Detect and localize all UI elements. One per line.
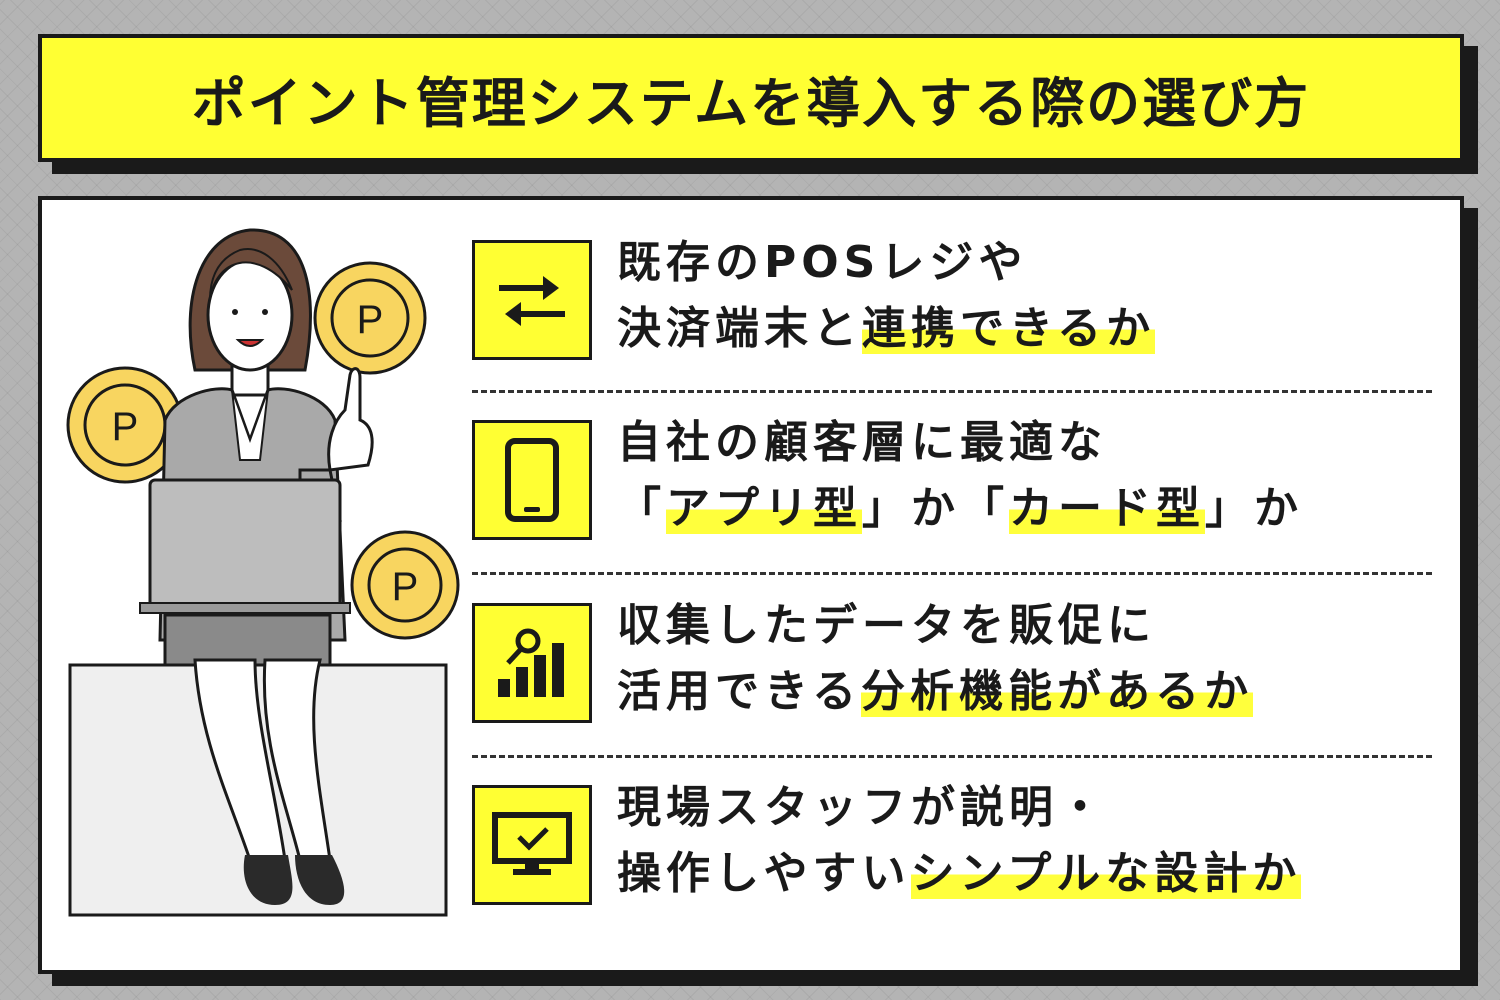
- page-title: ポイント管理システムを導入する際の選び方: [191, 71, 1311, 135]
- item-app-or-card: 自社の顧客層に最適な 「アプリ型」か「カード型」か: [472, 417, 1432, 545]
- svg-text:P: P: [392, 565, 419, 609]
- item-text-plain: 活用できる: [617, 666, 862, 717]
- app-type-highlight: アプリ型: [666, 483, 862, 534]
- item-text-highlight: シンプルな設計か: [910, 848, 1302, 899]
- item-text-highlight: 連携できるか: [862, 303, 1156, 354]
- svg-text:P: P: [112, 405, 139, 449]
- exchange-arrows-icon: [472, 240, 592, 360]
- bracket-open: 「: [617, 483, 666, 534]
- coin-icon: P: [350, 530, 460, 640]
- laptop: [148, 478, 342, 610]
- coin-icon: P: [313, 261, 427, 375]
- monitor-check-icon: [472, 785, 592, 905]
- dashed-divider: [472, 572, 1432, 575]
- item-text-line1: 現場スタッフが説明・: [617, 782, 1107, 833]
- svg-text:P: P: [357, 298, 384, 342]
- item-text-line1: 既存のPOSレジや: [617, 237, 1028, 288]
- item-text-highlight: 分析機能があるか: [861, 666, 1254, 717]
- item-system-integration: 既存のPOSレジや 決済端末と連携できるか: [472, 237, 1432, 365]
- item-simple-design: 現場スタッフが説明・ 操作しやすいシンプルな設計か: [472, 782, 1432, 910]
- businesswoman-illustration: P P P: [66, 228, 460, 917]
- connector-text: 」か「: [862, 483, 1009, 534]
- smartphone-icon: [472, 420, 592, 540]
- dashed-divider: [472, 390, 1432, 393]
- closing-text: 」か: [1205, 483, 1303, 534]
- item-text-line1: 収集したデータを販促に: [617, 600, 1156, 651]
- item-text-plain: 操作しやすい: [617, 848, 911, 899]
- title-banner: ポイント管理システムを導入する際の選び方: [38, 34, 1464, 162]
- item-text-line1: 自社の顧客層に最適な: [617, 417, 1107, 468]
- dashed-divider: [472, 755, 1432, 758]
- item-analytics: 収集したデータを販促に 活用できる分析機能があるか: [472, 600, 1432, 728]
- card-type-highlight: カード型: [1009, 483, 1205, 534]
- item-text-plain: 決済端末と: [617, 303, 862, 354]
- analytics-chart-icon: [472, 603, 592, 723]
